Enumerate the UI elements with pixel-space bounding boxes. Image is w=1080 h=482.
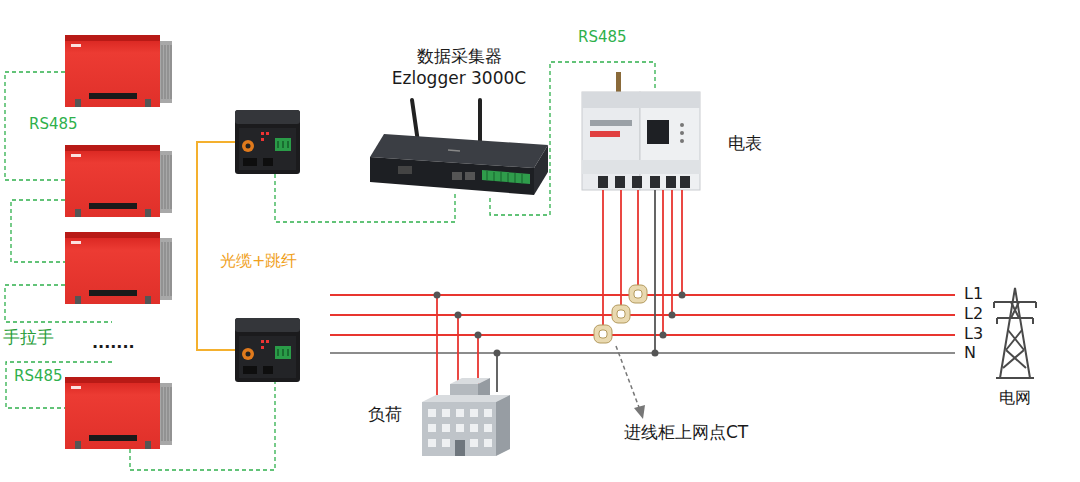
- load-wiring: [434, 292, 501, 399]
- node-text: 电表: [728, 133, 762, 153]
- phase-label: L3: [962, 325, 985, 343]
- inverter: [65, 232, 172, 304]
- building: [422, 378, 510, 456]
- fiber-converter: [235, 318, 300, 382]
- phase-label: L1: [962, 285, 985, 303]
- power-lines: [330, 295, 955, 353]
- logger-node: 数据采集器Ezlogger 3000C: [360, 46, 558, 198]
- ct-label: 进线柜上网点CT: [622, 423, 750, 443]
- ellipsis-mark: .......: [90, 334, 137, 352]
- inverter: [65, 35, 172, 107]
- fiber-converter: [235, 110, 300, 174]
- inverter: [65, 377, 172, 449]
- load-node: 负荷: [362, 372, 515, 458]
- ct-leader: [616, 346, 645, 419]
- node-text: 数据采集器: [360, 46, 558, 66]
- cable-label: 光缆+跳纤: [218, 252, 299, 270]
- neutral-label: N: [962, 344, 978, 362]
- meter-node: 电表: [578, 88, 778, 190]
- node-text: 负荷: [368, 404, 402, 424]
- energy-meter: [582, 72, 700, 190]
- grid-node: 电网: [985, 282, 1053, 414]
- bus-label: RS485: [27, 116, 80, 133]
- inverter: [65, 145, 172, 217]
- node-text: 电网: [999, 388, 1031, 407]
- transmission-tower: [994, 288, 1036, 378]
- phase-label: L2: [962, 305, 985, 323]
- fiber-cable: [197, 142, 240, 350]
- meter-wiring: [603, 190, 686, 357]
- bus-label: RS485: [576, 29, 629, 46]
- rs485-wiring: [5, 72, 455, 470]
- node-text: Ezlogger 3000C: [360, 68, 558, 88]
- data-logger: [370, 100, 548, 195]
- wiring-note: 手拉手: [1, 328, 56, 348]
- current-transformer: [594, 285, 647, 343]
- bus-label: RS485: [12, 368, 65, 385]
